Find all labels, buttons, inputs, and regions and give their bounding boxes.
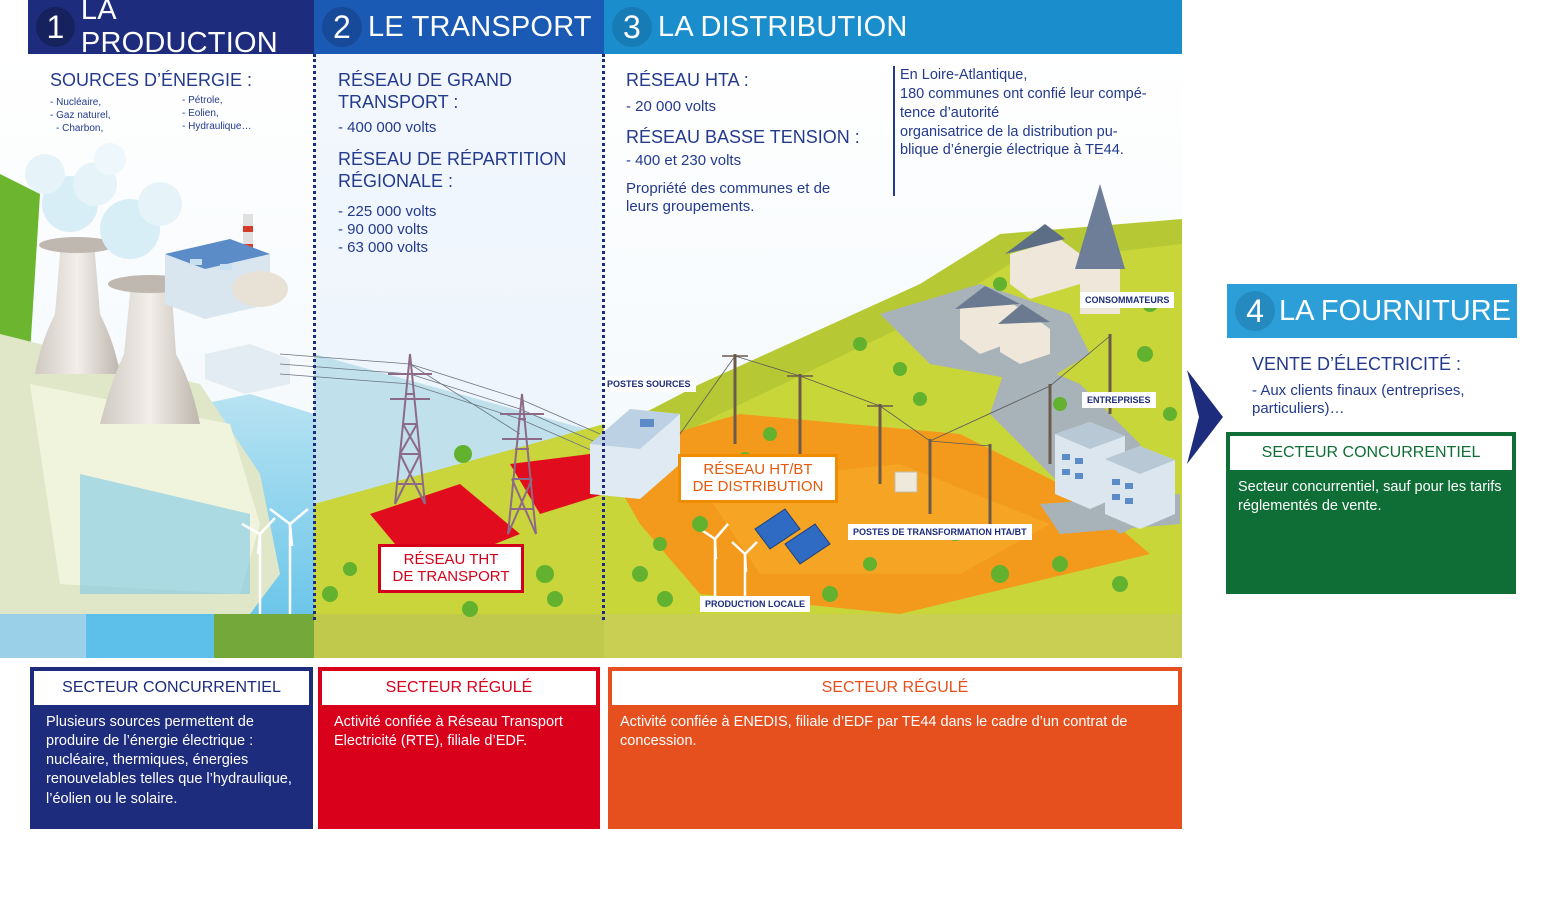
loire-note-line: organisatrice de la distribution pu- xyxy=(900,123,1118,140)
sector-box-distribution: SECTEUR RÉGULÉ Activité confiée à ENEDIS… xyxy=(608,667,1182,829)
header-production: 1 LA PRODUCTION xyxy=(28,0,314,59)
production-sources-title: SOURCES D’ÉNERGIE : xyxy=(50,70,253,90)
label-reseau-htbt-line2: DE DISTRIBUTION xyxy=(692,478,824,496)
source-item: - Eolien, xyxy=(182,108,219,119)
header-transport-title: LE TRANSPORT xyxy=(368,10,592,43)
energy-network-illustration xyxy=(0,54,1182,658)
sector-box-production: SECTEUR CONCURRENTIEL Plusieurs sources … xyxy=(30,667,313,829)
source-item: - Nucléaire, xyxy=(50,97,102,108)
loire-note-line: blique d’énergie électrique à TE44. xyxy=(900,142,1124,159)
transport-repartition-title: RÉSEAU DE RÉPARTITION RÉGIONALE : xyxy=(338,149,567,191)
distribution-hta-title: RÉSEAU HTA : xyxy=(626,70,749,90)
production-sources-col2: - Pétrole, - Eolien, - Hydraulique… xyxy=(182,94,251,133)
transport-grand-value: - 400 000 volts xyxy=(338,119,437,136)
header-fourniture-title: LA FOURNITURE xyxy=(1279,294,1512,327)
loire-atlantique-note: En Loire-Atlantique, 180 communes ont co… xyxy=(900,66,1180,160)
step-number-2: 2 xyxy=(322,7,362,47)
header-distribution-title: LA DISTRIBUTION xyxy=(658,10,908,43)
sector-box-transport: SECTEUR RÉGULÉ Activité confiée à Réseau… xyxy=(318,667,600,829)
source-item: - Pétrole, xyxy=(182,95,223,106)
step-number-3: 3 xyxy=(612,7,652,47)
transport-grand-title: RÉSEAU DE GRAND TRANSPORT : xyxy=(338,70,513,112)
sector-label-production: SECTEUR CONCURRENTIEL xyxy=(34,671,309,705)
fourniture-vente-value: - Aux clients finaux (entreprises, parti… xyxy=(1252,382,1465,417)
label-consommateurs: CONSOMMATEURS xyxy=(1080,292,1175,308)
divider-transport-distribution xyxy=(602,54,605,620)
sector-label-distribution: SECTEUR RÉGULÉ xyxy=(612,671,1178,705)
distribution-property-note: Propriété des communes et de leurs group… xyxy=(626,180,831,215)
sector-box-fourniture: SECTEUR CONCURRENTIEL Secteur concurrent… xyxy=(1226,432,1516,594)
label-postes-transformation: POSTES DE TRANSFORMATION HTA/BT xyxy=(848,524,1032,540)
sector-text-distribution: Activité confiée à ENEDIS, filiale d’EDF… xyxy=(620,714,1128,750)
sector-text-production: Plusieurs sources permettent de produire… xyxy=(46,714,292,807)
label-entreprises: ENTREPRISES xyxy=(1082,392,1156,408)
sector-text-fourniture: Secteur concurrentiel, sauf pour les tar… xyxy=(1238,479,1502,515)
source-item: - Hydraulique… xyxy=(182,121,252,132)
distribution-bt-value: - 400 et 230 volts xyxy=(626,152,742,169)
step-number-1: 1 xyxy=(36,7,75,47)
arrow-right-icon xyxy=(1187,370,1223,464)
header-transport: 2 LE TRANSPORT xyxy=(314,0,604,54)
header-production-title: LA PRODUCTION xyxy=(80,0,278,59)
header-distribution: 3 LA DISTRIBUTION xyxy=(604,0,1182,54)
header-fourniture: 4 LA FOURNITURE xyxy=(1227,284,1517,338)
voltage-item: - 63 000 volts xyxy=(338,239,429,256)
label-reseau-htbt-line1: RÉSEAU HT/BT xyxy=(703,461,813,478)
distribution-hta-value: - 20 000 volts xyxy=(626,98,717,115)
label-reseau-tht-line1: RÉSEAU THT xyxy=(403,551,499,568)
illustration-scene: POSTES SOURCES CONSOMMATEURS ENTREPRISES… xyxy=(0,54,1182,658)
sector-label-fourniture: SECTEUR CONCURRENTIEL xyxy=(1230,436,1512,470)
step-number-4: 4 xyxy=(1235,291,1275,331)
loire-note-divider xyxy=(893,66,895,196)
label-reseau-tht: RÉSEAU THT DE TRANSPORT xyxy=(378,544,524,593)
label-reseau-htbt: RÉSEAU HT/BT DE DISTRIBUTION xyxy=(678,454,838,503)
source-item: - Gaz naturel, xyxy=(50,110,111,121)
label-reseau-tht-line2: DE TRANSPORT xyxy=(392,568,510,586)
loire-note-line: tence d’autorité xyxy=(900,104,1000,121)
distribution-bt-title: RÉSEAU BASSE TENSION : xyxy=(626,127,860,147)
loire-note-line: En Loire-Atlantique, xyxy=(900,67,1028,83)
label-production-locale: PRODUCTION LOCALE xyxy=(700,596,810,612)
loire-note-line: 180 communes ont confié leur compé- xyxy=(900,85,1147,102)
voltage-item: - 90 000 volts xyxy=(338,221,429,238)
fourniture-vente-title: VENTE D’ÉLECTRICITÉ : xyxy=(1252,354,1462,374)
transport-repartition-values: - 225 000 volts - 90 000 volts - 63 000 … xyxy=(338,203,436,257)
label-postes-sources: POSTES SOURCES xyxy=(602,376,696,392)
divider-production-transport xyxy=(313,54,316,620)
sector-text-transport: Activité confiée à Réseau Transport Elec… xyxy=(334,714,563,750)
voltage-item: - 225 000 volts xyxy=(338,203,437,220)
sector-label-transport: SECTEUR RÉGULÉ xyxy=(322,671,596,705)
source-item: - Charbon, xyxy=(56,123,104,134)
production-sources-col1: - Nucléaire, - Gaz naturel, - Charbon, xyxy=(50,96,111,135)
